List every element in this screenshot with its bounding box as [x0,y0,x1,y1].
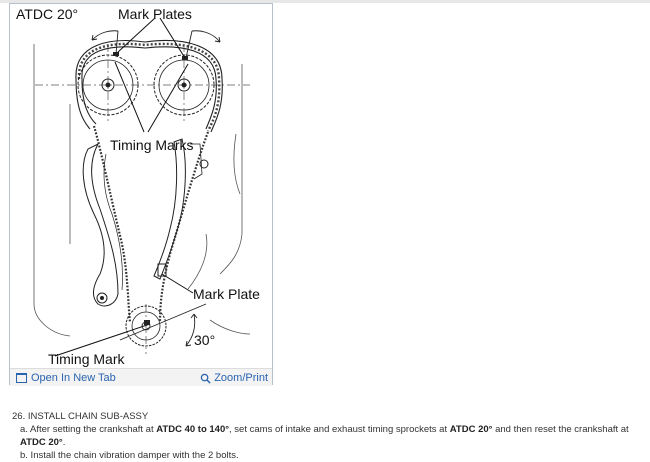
top-bar [0,0,650,3]
crank-mark-plate [144,320,150,325]
chain-tensioner-slipper [82,142,123,307]
zoom-icon [200,373,211,384]
atdc-arrows [91,30,221,59]
mark-plate-label: Mark Plate [193,286,260,302]
timing-marks-label: Timing Marks [110,137,194,153]
step-title: 26. INSTALL CHAIN SUB-ASSY [12,411,149,422]
open-in-new-tab-label: Open In New Tab [31,372,116,384]
step-a: a. After setting the crankshaft at ATDC … [12,423,644,449]
engine-block-outline [33,44,251,337]
zoom-print-link[interactable]: Zoom/Print [200,372,268,384]
crank-angle-lines [119,303,207,347]
angle-label: 30° [194,332,216,348]
open-in-new-tab-link[interactable]: Open In New Tab [16,372,116,384]
step-a-bold-1: ATDC 40 to 140° [156,424,230,435]
zoom-print-label: Zoom/Print [214,372,268,384]
step-a-text-4: . [62,437,66,448]
figure-panel: ATDC 20° Mark Plates Timing Marks Mark P… [9,3,273,386]
center-lines [35,44,250,354]
upper-chain [75,40,223,133]
open-tab-icon [16,373,27,383]
chain-vibration-damper [153,138,209,280]
atdc-label: ATDC 20° [16,6,79,22]
upper-chain-links [77,42,221,132]
step-a-bold-2: ATDC 20° [449,424,493,435]
lower-chain [92,125,210,323]
intake-sprocket [77,54,139,116]
step-b: b. Install the chain vibration damper wi… [20,450,239,461]
step-a-bold-3: ATDC 20° [20,437,63,448]
step-a-text-3: and then reset the crankshaft at [492,424,629,435]
mark-plates-label: Mark Plates [118,6,192,22]
timing-chain-diagram [33,17,251,357]
instructions-text: 26. INSTALL CHAIN SUB-ASSY a. After sett… [12,410,644,462]
figure-footer: Open In New Tab Zoom/Print [10,368,272,386]
timing-mark-label: Timing Mark [48,351,125,367]
step-a-text-2: , set cams of intake and exhaust timing … [229,424,450,435]
step-a-text-1: a. After setting the crankshaft at [20,424,157,435]
upper-mark-plates [113,52,188,60]
label-leaders [54,17,194,357]
